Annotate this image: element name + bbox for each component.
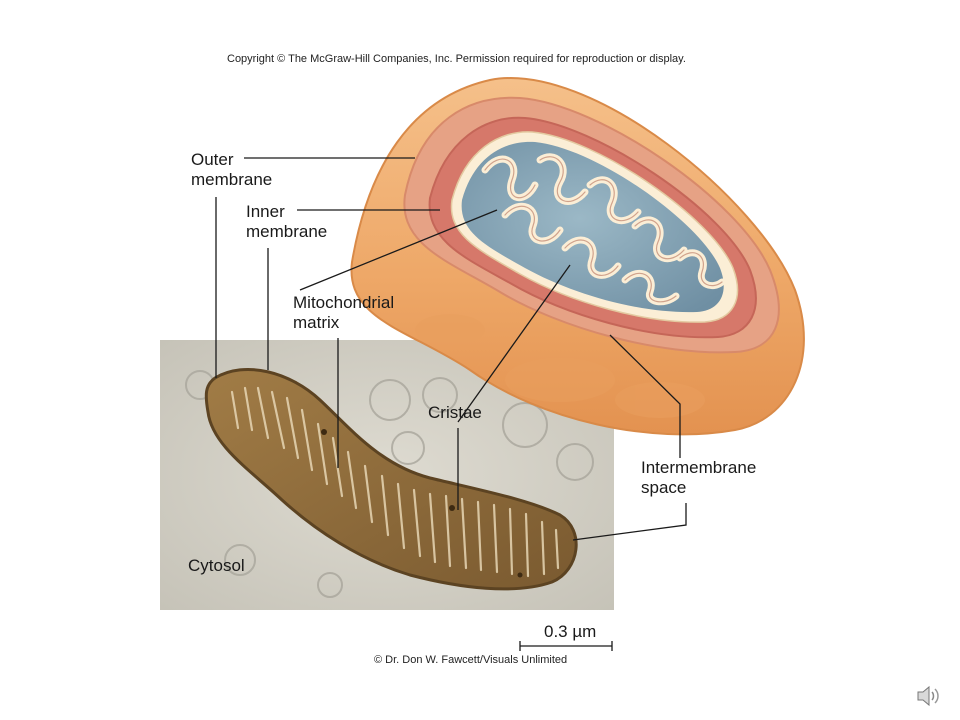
copyright-notice: Copyright © The McGraw-Hill Companies, I… xyxy=(227,53,686,65)
label-cristae-text: Cristae xyxy=(428,403,482,422)
micrograph-mitochondrion xyxy=(204,367,578,591)
scale-bar xyxy=(519,641,613,651)
label-inner-membrane-line1: Inner xyxy=(246,202,285,221)
label-outer-membrane-line1: Outer xyxy=(191,150,234,169)
leader-lines xyxy=(215,157,687,541)
speaker-icon[interactable] xyxy=(915,684,941,708)
label-intermembrane-line2: space xyxy=(641,478,687,497)
photo-credit: © Dr. Don W. Fawcett/Visuals Unlimited xyxy=(374,654,568,666)
label-matrix-line2: matrix xyxy=(293,313,340,332)
label-outer-membrane-line2: membrane xyxy=(191,170,273,189)
scale-bar-label: 0.3 µm xyxy=(544,622,597,641)
label-intermembrane-line1: Intermembrane xyxy=(641,458,757,477)
label-intermembrane-space: Intermembrane space xyxy=(641,458,756,498)
label-inner-membrane-line2: membrane xyxy=(246,222,328,241)
label-cytosol-text: Cytosol xyxy=(188,556,245,575)
label-matrix-line1: Mitochondrial xyxy=(293,293,395,312)
label-mitochondrial-matrix: Mitochondrial matrix xyxy=(293,293,394,333)
label-cytosol: Cytosol xyxy=(188,556,245,576)
label-cristae: Cristae xyxy=(428,403,482,423)
label-outer-membrane: Outer membrane xyxy=(191,150,272,190)
label-inner-membrane: Inner membrane xyxy=(246,202,327,242)
cutaway-mitochondrion xyxy=(350,77,805,436)
